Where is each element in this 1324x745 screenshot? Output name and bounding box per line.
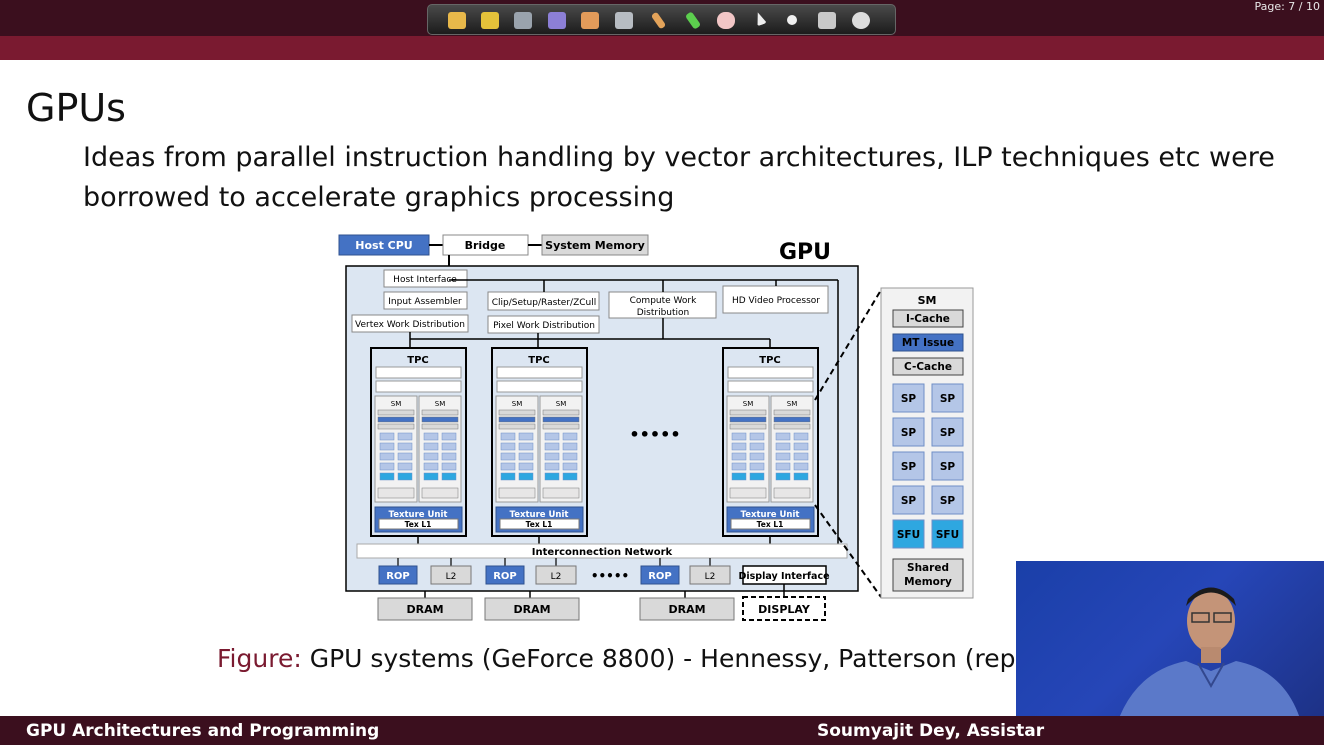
sm-block: SM [495, 395, 539, 503]
tex-l1-label: Tex L1 [757, 520, 784, 529]
stop-icon[interactable] [852, 12, 870, 29]
eraser-icon[interactable] [717, 12, 735, 29]
gpu-label: GPU [779, 240, 831, 265]
sm-label: SM [787, 400, 797, 408]
tex-l1-label: Tex L1 [526, 520, 553, 529]
shared-label: Shared [907, 562, 949, 574]
distribution-label: Distribution [637, 308, 690, 318]
texture-unit-label: Texture Unit [741, 510, 800, 520]
sp-label: SP [940, 427, 956, 439]
screen-icon[interactable] [615, 12, 633, 29]
sp-label: SP [901, 427, 917, 439]
highlighter-icon[interactable] [581, 12, 599, 29]
sm-label: SM [391, 400, 401, 408]
texture-unit-label: Texture Unit [389, 510, 448, 520]
tpc-label: TPC [407, 355, 429, 366]
slide-title: GPUs [26, 86, 126, 130]
rop-label: ROP [493, 571, 517, 582]
pen-icon[interactable] [548, 12, 566, 29]
system-memory-label: System Memory [545, 239, 645, 252]
sfu-label: SFU [897, 529, 920, 541]
pixel-work-label: Pixel Work Distribution [493, 321, 595, 331]
compute-work-label: Compute Work [630, 296, 697, 306]
mt-issue-label: MT Issue [902, 337, 954, 349]
sp-label: SP [940, 495, 956, 507]
hd-video-label: HD Video Processor [732, 296, 820, 306]
sp-label: SP [901, 393, 917, 405]
sm-label: SM [435, 400, 445, 408]
open-folder-icon[interactable] [448, 12, 466, 29]
figure-caption: Figure: GPU systems (GeForce 8800) - Hen… [217, 644, 1041, 673]
rop-label: ROP [648, 571, 672, 582]
tex-l1-label: Tex L1 [405, 520, 432, 529]
clip-setup-label: Clip/Setup/Raster/ZCull [492, 298, 596, 308]
save-icon[interactable] [514, 12, 532, 29]
spotlight-icon[interactable] [787, 15, 797, 25]
sp-label: SP [940, 393, 956, 405]
slide-body-text: Ideas from parallel instruction handling… [83, 142, 1275, 213]
slide-header-band [0, 36, 1324, 60]
rop-ellipsis: ••••• [591, 569, 629, 583]
display-interface-label: Display Interface [738, 571, 829, 582]
ccache-label: C-Cache [904, 361, 952, 373]
display-label: DISPLAY [758, 603, 811, 616]
icache-label: I-Cache [906, 313, 950, 325]
tpc-label: TPC [528, 355, 550, 366]
footer-course-title: GPU Architectures and Programming [26, 721, 380, 741]
slide-footer: GPU Architectures and Programming Soumya… [0, 716, 1324, 745]
page-indicator: Page: 7 / 10 [1254, 0, 1320, 13]
dram-label: DRAM [668, 603, 705, 616]
texture-unit-label: Texture Unit [510, 510, 569, 520]
host-interface-label: Host Interface [393, 275, 457, 285]
clear-icon[interactable] [818, 12, 836, 29]
sm-label: SM [512, 400, 522, 408]
l2-label: L2 [446, 572, 457, 582]
annotation-toolbar [427, 4, 896, 35]
caption-label: Figure: [217, 644, 302, 673]
sm-block: SM [418, 395, 462, 503]
vertex-work-label: Vertex Work Distribution [355, 320, 465, 330]
tpc-label: TPC [759, 355, 781, 366]
sp-label: SP [901, 495, 917, 507]
folder-icon[interactable] [481, 12, 499, 29]
l2-label: L2 [551, 572, 562, 582]
host-cpu-label: Host CPU [355, 239, 412, 252]
sfu-label: SFU [936, 529, 959, 541]
sm-block: SM [770, 395, 814, 503]
sp-label: SP [901, 461, 917, 473]
memory-label: Memory [904, 576, 952, 588]
footer-author: Soumyajit Dey, Assistar [817, 721, 1045, 741]
input-assembler-label: Input Assembler [388, 297, 462, 307]
sm-block: SM [539, 395, 583, 503]
sp-label: SP [940, 461, 956, 473]
dram-label: DRAM [513, 603, 550, 616]
sm-detail-title: SM [918, 294, 937, 307]
interconnect-label: Interconnection Network [532, 547, 673, 558]
l2-label: L2 [705, 572, 716, 582]
dram-label: DRAM [406, 603, 443, 616]
sm-label: SM [743, 400, 753, 408]
rop-label: ROP [386, 571, 410, 582]
sm-label: SM [556, 400, 566, 408]
sm-block: SM [374, 395, 418, 503]
sm-block: SM [726, 395, 770, 503]
tpc-ellipsis: ••••• [629, 425, 680, 444]
caption-text: GPU systems (GeForce 8800) - Hennessy, P… [309, 644, 1041, 673]
bridge-label: Bridge [465, 239, 506, 252]
